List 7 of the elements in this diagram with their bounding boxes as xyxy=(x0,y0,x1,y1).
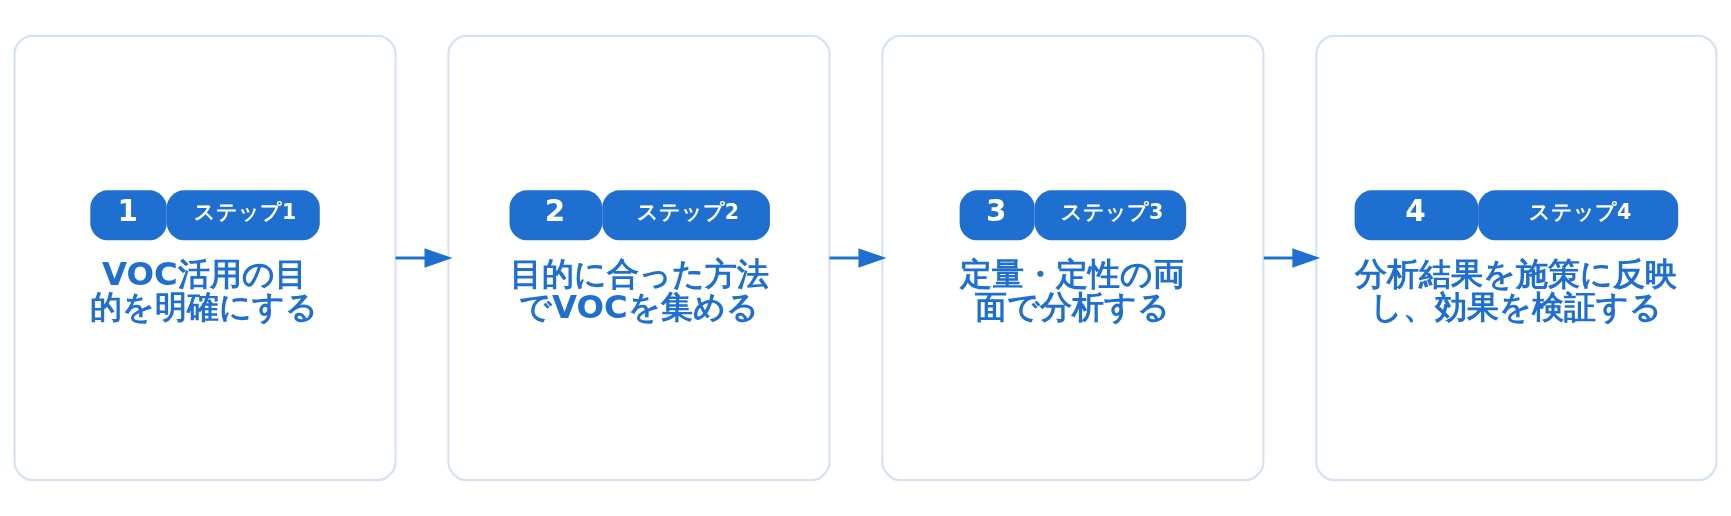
node-box: 4 ステップ4 分析結果を施策に反映し、効果を検証する xyxy=(1315,34,1718,482)
arrow xyxy=(395,248,453,268)
node-box: 1 ステップ1 VOC活用の目的を明確にする xyxy=(13,34,397,482)
node-box: 3 ステップ3 定量・定性の両面で分析する xyxy=(881,34,1265,482)
arrow xyxy=(1263,248,1321,268)
arrow xyxy=(829,248,887,268)
node-box: 2 ステップ2 目的に合った方法でVOCを集める xyxy=(447,34,831,482)
